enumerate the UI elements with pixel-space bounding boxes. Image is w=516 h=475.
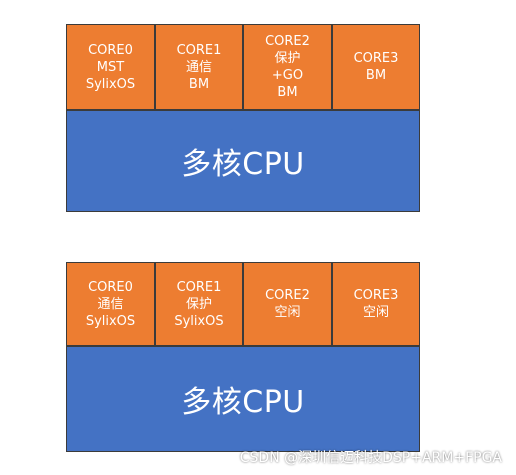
multicore-cpu-block: 多核CPU bbox=[66, 346, 420, 452]
core-os: SylixOS bbox=[174, 313, 224, 329]
core-role: 空闲 bbox=[274, 305, 301, 320]
core-label: CORE2 bbox=[265, 288, 310, 303]
bottom-multicore-diagram: CORE0 通信 SylixOS CORE1 保护 SylixOS CORE2 … bbox=[66, 262, 420, 452]
core3-block: CORE3 空闲 bbox=[332, 262, 420, 346]
core-os: SylixOS bbox=[85, 313, 136, 329]
core-label: CORE3 bbox=[353, 288, 399, 303]
core2-block: CORE2 保护 +GO BM bbox=[243, 24, 332, 110]
core-label: CORE1 bbox=[176, 42, 222, 58]
core-role: MST bbox=[96, 59, 125, 75]
core-role: 保护 bbox=[185, 296, 212, 312]
core-label: CORE2 bbox=[265, 34, 310, 49]
core3-block: CORE3 BM bbox=[332, 24, 420, 110]
top-multicore-diagram: CORE0 MST SylixOS CORE1 通信 BM CORE2 保护 +… bbox=[66, 24, 420, 214]
watermark-text: CSDN @深圳信迈科技DSP+ARM+FPGA bbox=[239, 450, 502, 466]
core-role: 通信 bbox=[185, 59, 212, 75]
core-label: CORE0 bbox=[88, 42, 133, 58]
core0-block: CORE0 MST SylixOS bbox=[66, 24, 155, 110]
core-label: CORE3 bbox=[353, 51, 399, 66]
cpu-label: 多核CPU bbox=[181, 147, 305, 182]
core-label: CORE0 bbox=[88, 279, 133, 295]
core1-block: CORE1 通信 BM bbox=[155, 24, 243, 110]
core-os: BM bbox=[188, 76, 210, 92]
core-role: 通信 bbox=[97, 296, 124, 312]
core1-block: CORE1 保护 SylixOS bbox=[155, 262, 243, 346]
core2-block: CORE2 空闲 bbox=[243, 262, 332, 346]
core-role: 保护 bbox=[274, 51, 301, 66]
core-label: CORE1 bbox=[176, 279, 222, 295]
core0-block: CORE0 通信 SylixOS bbox=[66, 262, 155, 346]
multicore-cpu-block: 多核CPU bbox=[66, 110, 420, 212]
core-os: BM bbox=[277, 85, 298, 100]
cpu-label: 多核CPU bbox=[181, 385, 305, 420]
core-role-extra: +GO bbox=[271, 68, 304, 83]
core-role: 空闲 bbox=[362, 305, 389, 320]
core-os: BM bbox=[365, 68, 387, 83]
core-os: SylixOS bbox=[85, 76, 136, 92]
